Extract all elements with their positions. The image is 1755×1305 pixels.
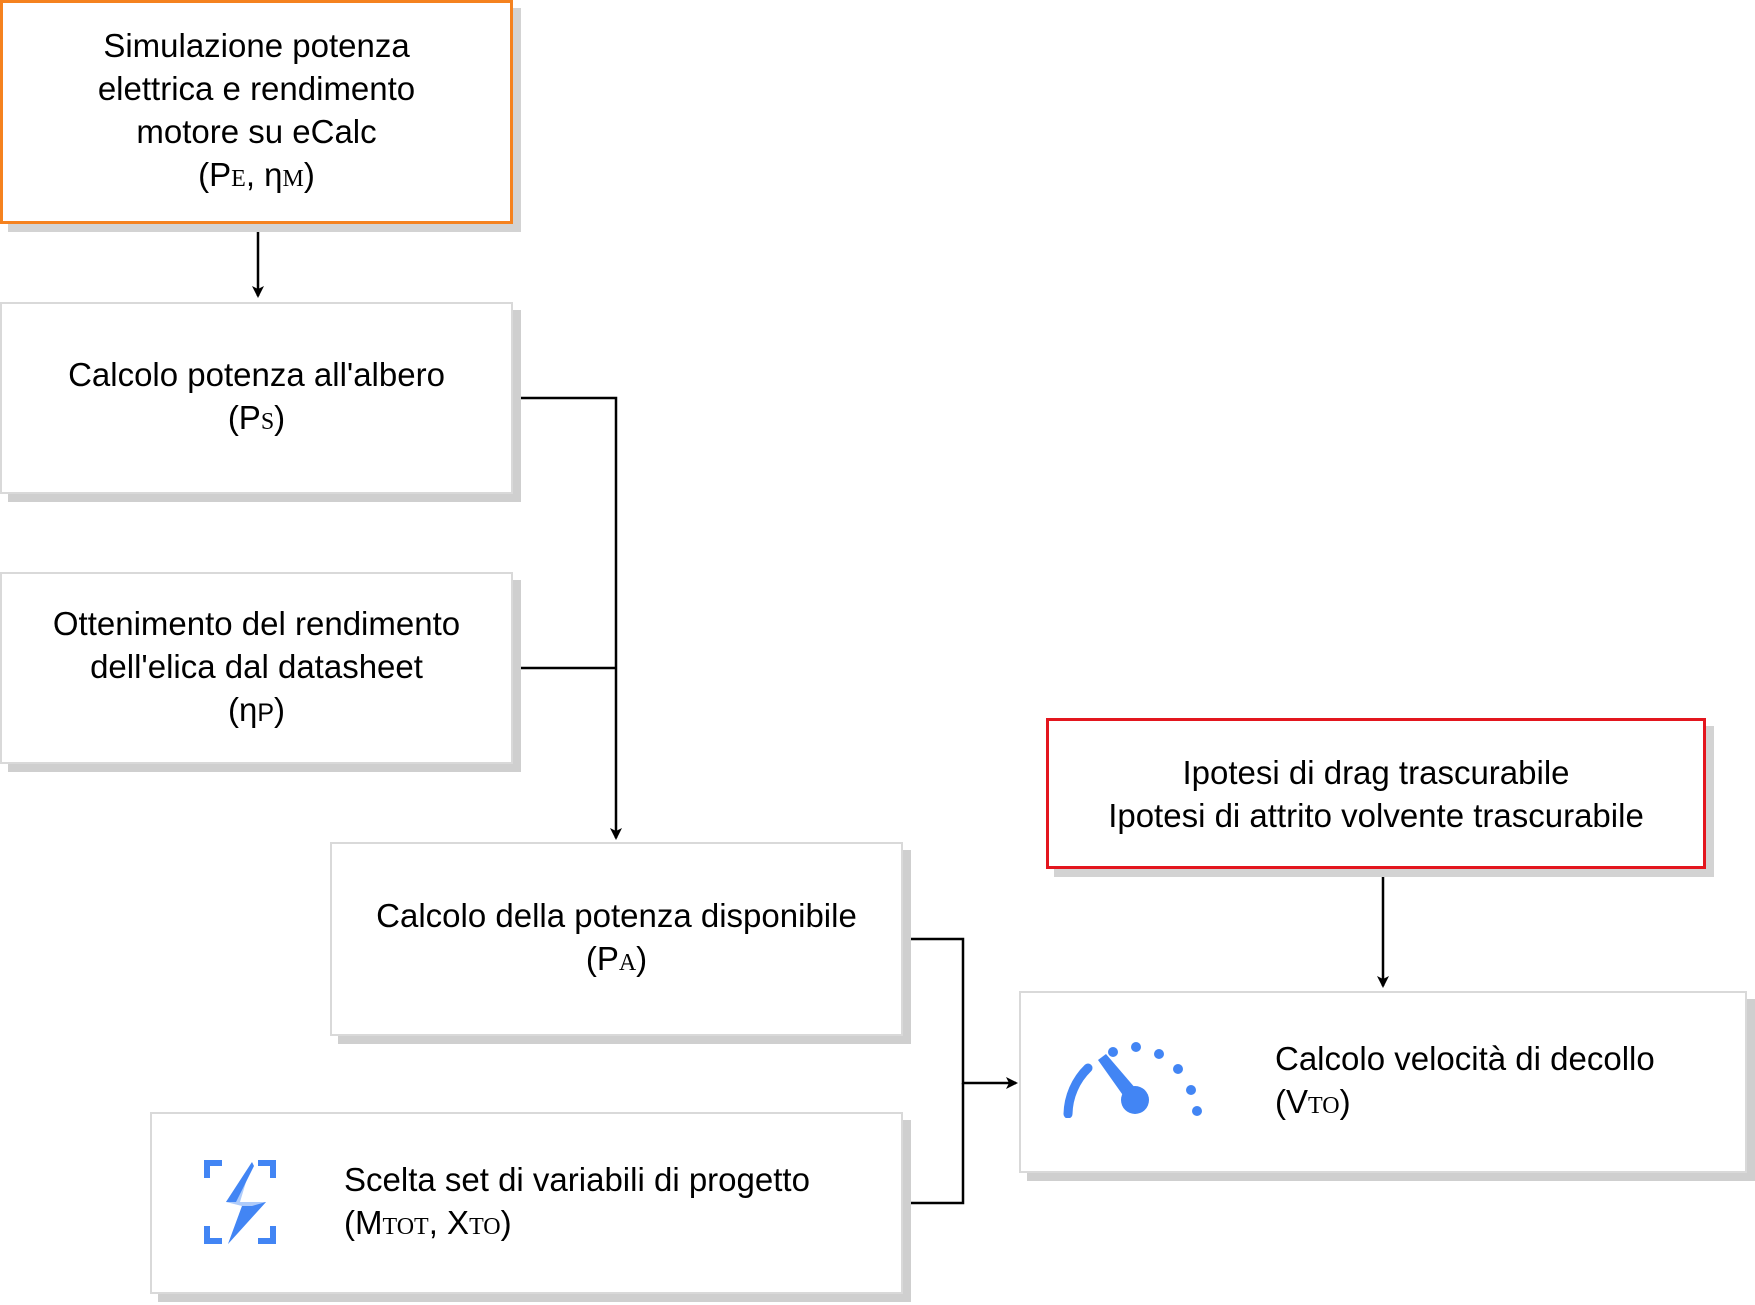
formula-close: )	[500, 1203, 512, 1241]
node-ecalc-line-2: elettrica e rendimento	[97, 69, 416, 107]
node-design-formula: (MTOT, XTO)	[344, 1201, 512, 1249]
formula-sub: TO	[469, 1213, 501, 1240]
node-hypotheses: Ipotesi di drag trascurabile Ipotesi di …	[1046, 718, 1706, 869]
node-prop-line-2: dell'elica dal datasheet	[90, 647, 423, 685]
node-shaft-line-1: Calcolo potenza all'albero	[68, 355, 445, 393]
node-prop-formula: (ηP)	[228, 688, 285, 735]
node-available-power: Calcolo della potenza disponibile (PA)	[330, 842, 903, 1036]
edge-shaft-to-available	[513, 396, 622, 840]
edge-available-to-takeoff	[903, 937, 1018, 1089]
formula-sub: E	[231, 165, 246, 192]
formula-mid: , η	[245, 155, 283, 193]
node-takeoff-formula: (VTO)	[1275, 1080, 1351, 1128]
formula-close: )	[303, 155, 315, 193]
node-design-line-1: Scelta set di variabili di progetto	[344, 1160, 810, 1198]
node-hypotheses-line-2: Ipotesi di attrito volvente trascurabile	[1108, 796, 1644, 834]
formula-open: (V	[1275, 1082, 1308, 1120]
edge-design-to-takeoff	[903, 1083, 965, 1205]
node-takeoff-line-1: Calcolo velocità di decollo	[1275, 1039, 1655, 1077]
node-shaft-formula: (PS)	[228, 396, 285, 444]
formula-open: (P	[585, 939, 619, 977]
node-ecalc-formula: (PE, ηM)	[198, 153, 315, 201]
sparkle-frame-icon	[202, 1158, 278, 1246]
node-design-variables: Scelta set di variabili di progetto (MTO…	[150, 1112, 903, 1294]
node-available-formula: (PA)	[586, 937, 647, 985]
formula-open: (η	[227, 690, 258, 728]
formula-open: (P	[227, 398, 261, 436]
formula-open: (M	[344, 1203, 383, 1241]
formula-sub: TO	[1308, 1092, 1340, 1119]
formula-close: )	[274, 398, 286, 436]
node-shaft-power: Calcolo potenza all'albero (PS)	[0, 302, 513, 494]
node-ecalc-simulation: Simulazione potenza elettrica e rendimen…	[0, 0, 513, 224]
formula-sub: TOT	[382, 1213, 429, 1240]
formula-sub: M	[282, 165, 304, 192]
formula-close: )	[274, 690, 286, 728]
node-available-line-1: Calcolo della potenza disponibile	[376, 896, 857, 934]
node-propeller-efficiency: Ottenimento del rendimento dell'elica da…	[0, 572, 513, 764]
formula-close: )	[1339, 1082, 1351, 1120]
node-takeoff-speed: Calcolo velocità di decollo (VTO)	[1019, 991, 1747, 1173]
node-ecalc-line-1: Simulazione potenza	[103, 26, 410, 64]
formula-sub: P	[257, 698, 275, 727]
speedometer-icon	[1060, 1036, 1210, 1119]
formula-close: )	[636, 939, 648, 977]
node-ecalc-line-3: motore su eCalc	[136, 112, 377, 150]
node-prop-line-1: Ottenimento del rendimento	[52, 604, 461, 642]
formula-mid: , X	[428, 1203, 470, 1241]
formula-open: (P	[198, 155, 232, 193]
formula-sub: A	[618, 949, 637, 976]
formula-sub: S	[260, 408, 275, 435]
node-hypotheses-line-1: Ipotesi di drag trascurabile	[1182, 753, 1570, 791]
